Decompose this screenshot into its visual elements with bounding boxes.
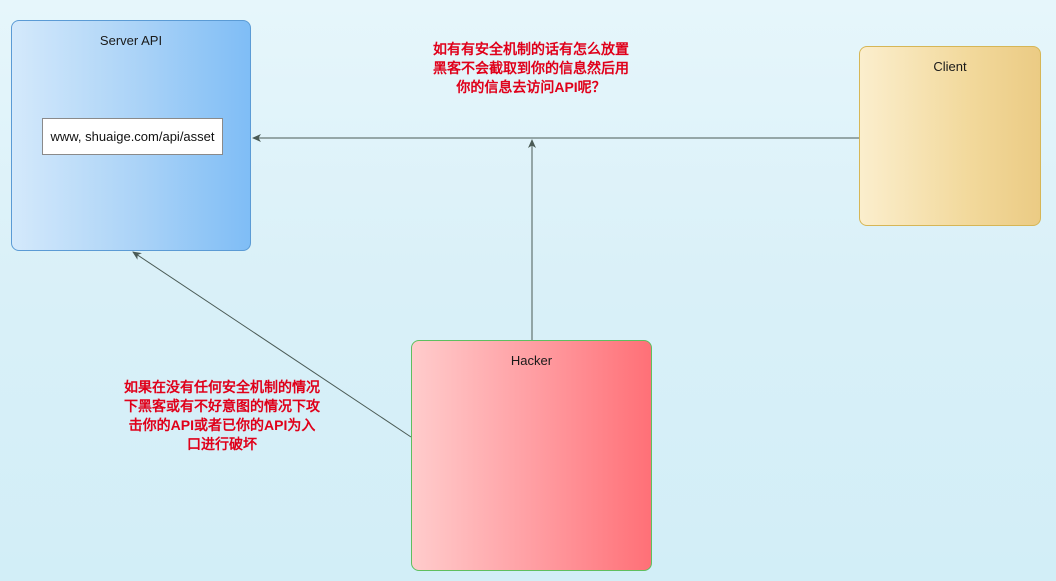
hacker-node[interactable]: Hacker (411, 340, 652, 571)
client-title: Client (933, 59, 967, 74)
attack-description-note[interactable]: 如果在没有任何安全机制的情况下黑客或有不好意图的情况下攻击你的API或者已你的A… (124, 379, 320, 452)
edge-hacker-to-server[interactable] (132, 251, 412, 438)
security-question-note[interactable]: 如有有安全机制的话有怎么放置黑客不会截取到你的信息然后用你的信息去访问API呢？ (433, 41, 629, 95)
server-api-title: Server API (99, 33, 163, 48)
client-node[interactable]: Client (859, 46, 1041, 226)
hacker-title: Hacker (510, 353, 553, 368)
api-url-box[interactable]: www, shuaige.com/api/asset (42, 118, 223, 155)
server-api-node[interactable]: Server API www, shuaige.com/api/asset (11, 20, 251, 251)
